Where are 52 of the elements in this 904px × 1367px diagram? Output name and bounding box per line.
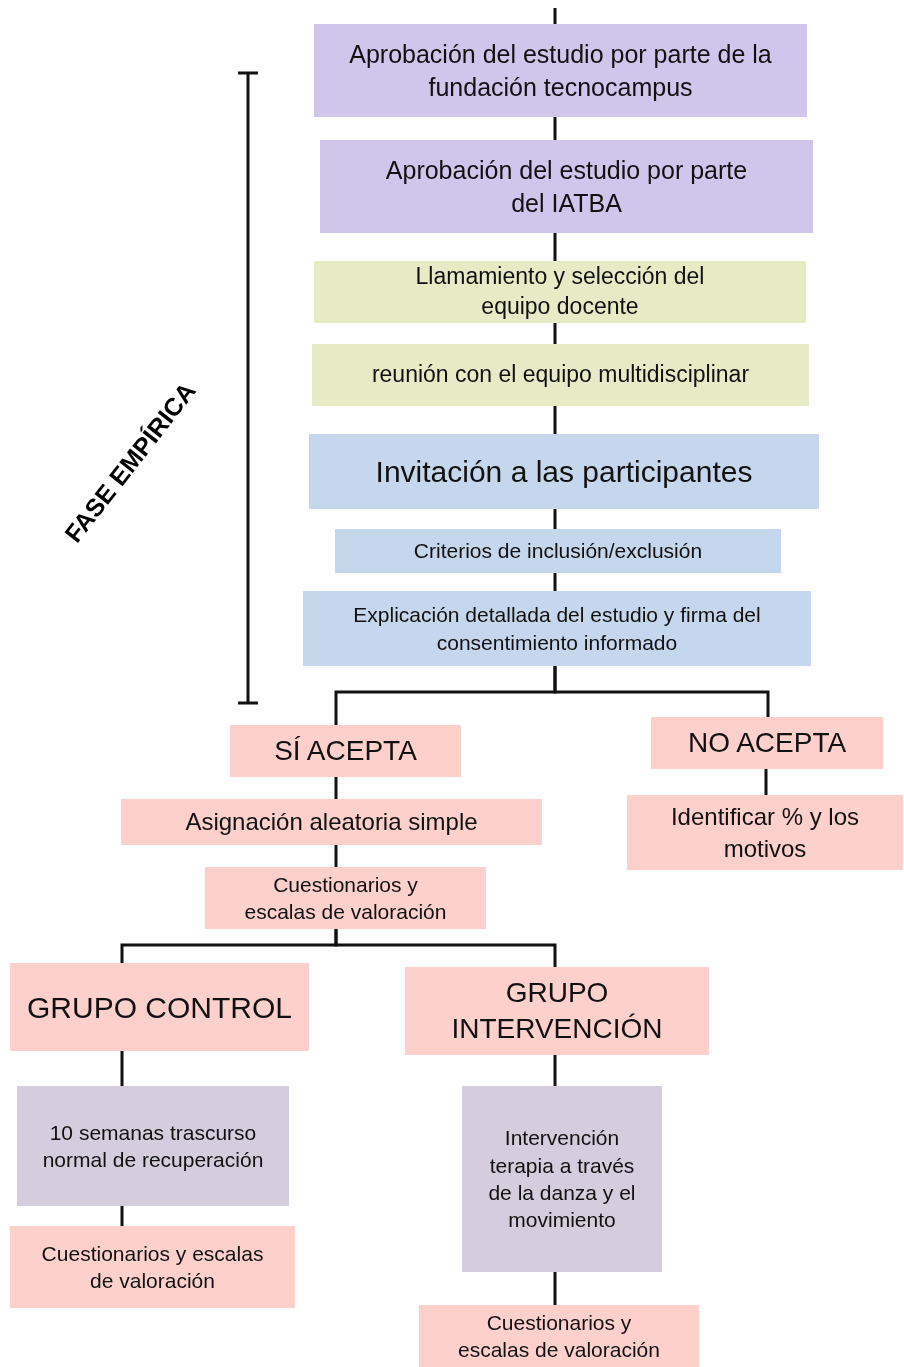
process-box (17, 1086, 289, 1206)
process-box (314, 261, 806, 323)
process-box (205, 867, 486, 929)
process-box (405, 967, 709, 1055)
connector-line (553, 1272, 557, 1305)
connector-line (553, 573, 557, 591)
process-box (10, 1226, 295, 1308)
connector-line (334, 929, 557, 967)
box-text: NO ACEPTA (687, 725, 847, 760)
process-box (335, 529, 781, 573)
connector-line (764, 769, 768, 795)
process-box (309, 434, 819, 509)
process-box (627, 795, 903, 870)
process-box (651, 717, 883, 769)
process-box (462, 1086, 662, 1272)
box-text: Invitación a las participantes (375, 454, 753, 490)
box-text: Cuestionarios y escalas de valoración (243, 871, 448, 925)
box-text: reunión con el equipo multidisciplinar (371, 360, 750, 390)
connector-line (553, 406, 557, 434)
box-text: Cuestionarios y escalas de valoración (457, 1309, 661, 1363)
connector-line (334, 845, 338, 867)
box-text: Asignación aleatoria simple (185, 807, 478, 838)
process-box (320, 140, 813, 233)
connector-line (553, 1055, 557, 1086)
process-box (314, 24, 807, 117)
connector-line (334, 777, 338, 799)
connector-line (553, 666, 770, 717)
box-text: Llamamiento y selección del equipo docente (414, 262, 706, 321)
connector-line (120, 1051, 124, 1086)
box-text: GRUPO INTERVENCIÓN (450, 975, 664, 1046)
process-box (10, 963, 309, 1051)
box-text: SÍ ACEPTA (274, 733, 417, 768)
process-box (121, 799, 542, 845)
connector-line (553, 117, 557, 140)
process-box (230, 725, 461, 777)
process-box (312, 344, 809, 406)
connector-line (120, 1206, 124, 1226)
box-text: Aprobación del estudio por parte del IATBA (384, 155, 749, 219)
process-box (419, 1305, 699, 1367)
connector-line (553, 8, 557, 24)
connector-line (553, 509, 557, 529)
box-text: Explicación detallada del estudio y firma del consentimiento informado (352, 602, 762, 656)
box-text: 10 semanas trascurso normal de recuperación (41, 1119, 265, 1173)
box-text: Criterios de inclusión/exclusión (413, 538, 703, 565)
box-text: Identificar % y los motivos (669, 802, 861, 864)
process-box (303, 591, 811, 666)
box-text: Intervención terapia a través de la danza y el movimiento (487, 1125, 637, 1234)
box-text: Aprobación del estudio por parte de la fundación tecnocampus (348, 39, 773, 103)
box-text: Cuestionarios y escalas de valoración (40, 1240, 265, 1294)
connector-line (553, 233, 557, 261)
connector-line (553, 323, 557, 344)
box-text: GRUPO CONTROL (27, 989, 292, 1026)
